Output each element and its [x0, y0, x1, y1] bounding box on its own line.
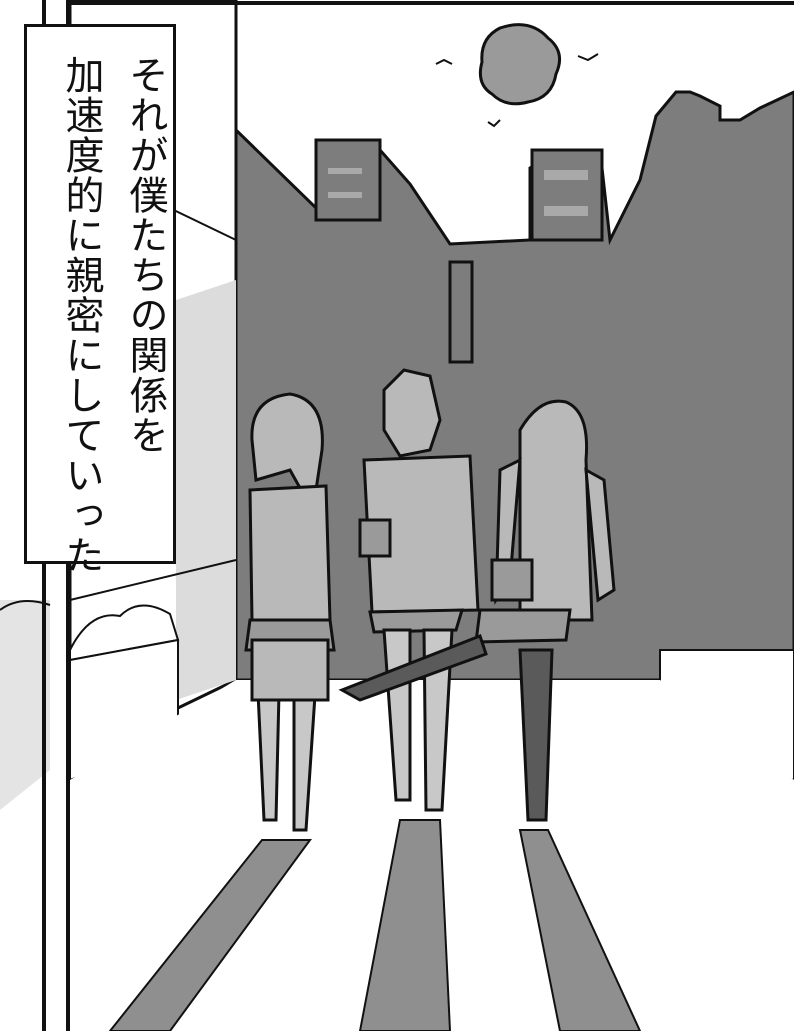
narration-caption-box: それが僕たちの関係を 加速度的に親密にしていった [24, 24, 176, 575]
bird-icon [577, 53, 599, 62]
character-twin-tail-girl [338, 399, 616, 822]
bird-icon [487, 119, 501, 128]
caption-line-1: それが僕たちの関係を [123, 55, 168, 455]
road-shadows [108, 819, 642, 1031]
character-boy [358, 368, 480, 812]
caption-line-2: 加速度的に親密にしていった [59, 55, 104, 575]
sun-icon [478, 23, 562, 106]
bird-icon [435, 58, 453, 65]
character-short-haired-girl [244, 392, 336, 832]
